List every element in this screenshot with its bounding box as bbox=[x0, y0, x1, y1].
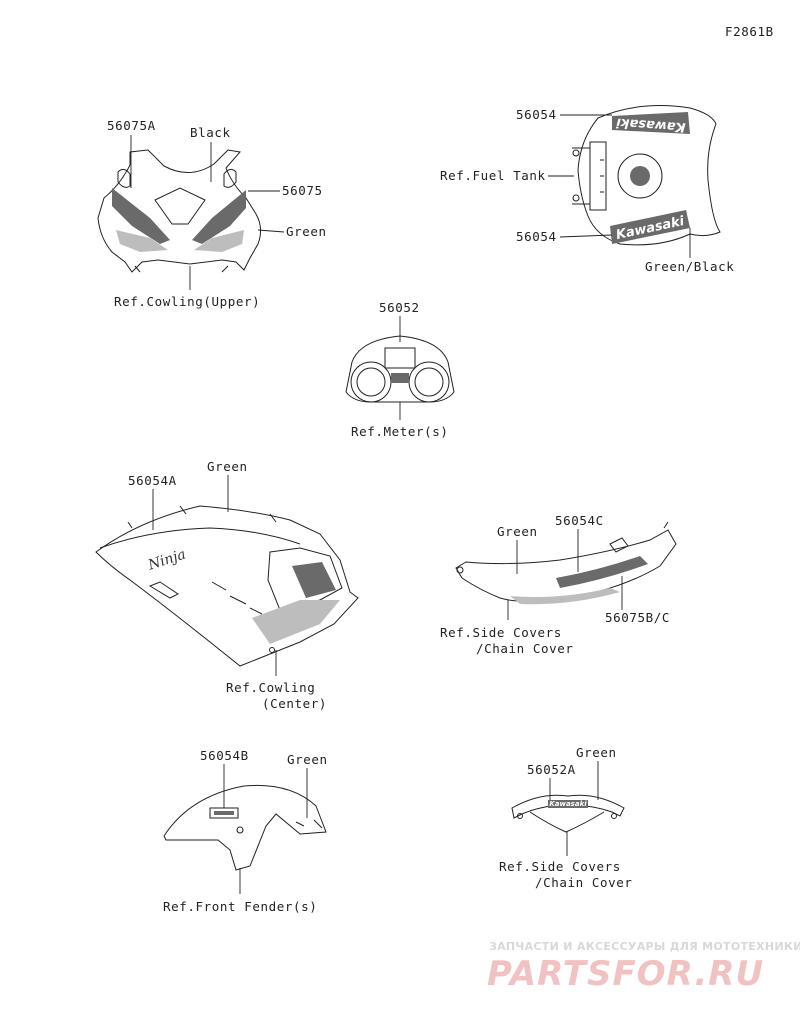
ref-cowling-center-1: Ref.Cowling bbox=[226, 680, 315, 695]
ref-rear-covers-1: Ref.Side Covers bbox=[499, 859, 621, 874]
label-56052: 56052 bbox=[379, 300, 420, 315]
ref-front-fender: Ref.Front Fender(s) bbox=[163, 899, 317, 914]
label-56054C: 56054C bbox=[555, 513, 604, 528]
side-covers-group: Green 56054C 56075B/C Ref.Side Covers /C… bbox=[440, 513, 677, 656]
ref-side-covers-2: /Chain Cover bbox=[476, 641, 574, 656]
rear-cover-group: Green 56052A Kawasaki Ref.Side Covers /C… bbox=[499, 745, 633, 890]
label-green-rear: Green bbox=[576, 745, 617, 760]
fuel-tank-group: Kawasaki Kawasaki 56054 Ref.Fuel Tank 56… bbox=[440, 105, 734, 274]
label-green-center: Green bbox=[207, 459, 248, 474]
label-56052A: 56052A bbox=[527, 762, 576, 777]
label-56075A: 56075A bbox=[107, 118, 156, 133]
upper-cowling-drawing bbox=[97, 149, 262, 273]
figure-code: F2861B bbox=[725, 24, 774, 39]
ref-cowling-upper: Ref.Cowling(Upper) bbox=[114, 294, 260, 309]
watermark: ЗАПЧАСТИ И АКСЕССУАРЫ ДЛЯ МОТОТЕХНИКИ PA… bbox=[487, 940, 800, 994]
leader-green-upper bbox=[257, 229, 285, 233]
leader-56054-bottom bbox=[559, 234, 613, 238]
label-56054-bottom: 56054 bbox=[516, 229, 557, 244]
brand-kawasaki-rear: Kawasaki bbox=[549, 800, 587, 808]
front-fender-drawing bbox=[163, 784, 327, 871]
watermark-tagline: ЗАПЧАСТИ И АКСЕССУАРЫ ДЛЯ МОТОТЕХНИКИ bbox=[489, 940, 800, 953]
label-56054A: 56054A bbox=[128, 473, 177, 488]
label-56075BC: 56075B/C bbox=[605, 610, 670, 625]
ref-rear-covers-2: /Chain Cover bbox=[535, 875, 633, 890]
label-black: Black bbox=[190, 125, 231, 140]
label-green-black: Green/Black bbox=[645, 259, 734, 274]
label-green-upper: Green bbox=[286, 224, 327, 239]
ref-meter: Ref.Meter(s) bbox=[351, 424, 449, 439]
fuel-tank-drawing bbox=[572, 105, 721, 246]
label-green-fender: Green bbox=[287, 752, 328, 767]
label-green-side: Green bbox=[497, 524, 538, 539]
rear-cover-drawing bbox=[511, 794, 625, 833]
watermark-logo: PARTSFOR.RU bbox=[487, 954, 764, 994]
label-56054-top: 56054 bbox=[516, 107, 557, 122]
ref-cowling-center-2: (Center) bbox=[262, 696, 327, 711]
label-56075: 56075 bbox=[282, 183, 323, 198]
label-56054B: 56054B bbox=[200, 748, 249, 763]
center-cowling-group: Green 56054A Ninja Ref.Cowling (Center) bbox=[95, 459, 359, 711]
brand-ninja: Ninja bbox=[145, 546, 187, 573]
meter-drawing bbox=[345, 335, 455, 403]
ref-fuel-tank: Ref.Fuel Tank bbox=[440, 168, 546, 183]
front-fender-group: 56054B Green Ref.Front Fender(s) bbox=[163, 748, 328, 914]
upper-cowling-group: 56075A Black 56075 Green Ref.Cowling(Upp… bbox=[97, 118, 327, 309]
meter-group: 56052 Ref.Meter(s) bbox=[345, 300, 455, 439]
brand-kawasaki-top: Kawasaki bbox=[615, 115, 686, 135]
ref-side-covers-1: Ref.Side Covers bbox=[440, 625, 562, 640]
side-covers-drawing bbox=[455, 521, 677, 605]
center-cowling-drawing bbox=[95, 505, 359, 667]
